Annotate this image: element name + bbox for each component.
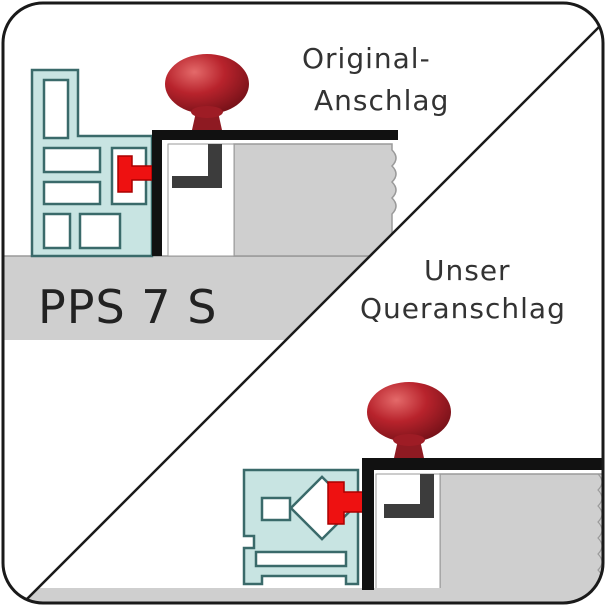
original-gray-bracket (172, 144, 222, 188)
original-knob-icon (165, 54, 249, 130)
label-unser-line1: Unser (424, 254, 511, 287)
label-original-line1: Original- (302, 42, 431, 75)
bottom-half-queranschlag (3, 382, 603, 603)
original-profile-icon (30, 68, 154, 258)
queranschlag-knob-icon (367, 382, 451, 458)
queranschlag-workpiece (439, 473, 603, 591)
diagonal-divider (3, 9, 603, 603)
label-unser-line2: Queranschlag (360, 292, 566, 325)
model-label: PPS 7 S (38, 280, 218, 334)
label-original-line2: Anschlag (314, 84, 450, 117)
original-workpiece (233, 143, 397, 257)
queranschlag-gray-bracket (384, 474, 434, 518)
original-gap (167, 143, 235, 257)
queranschlag-table-surface (3, 588, 603, 603)
